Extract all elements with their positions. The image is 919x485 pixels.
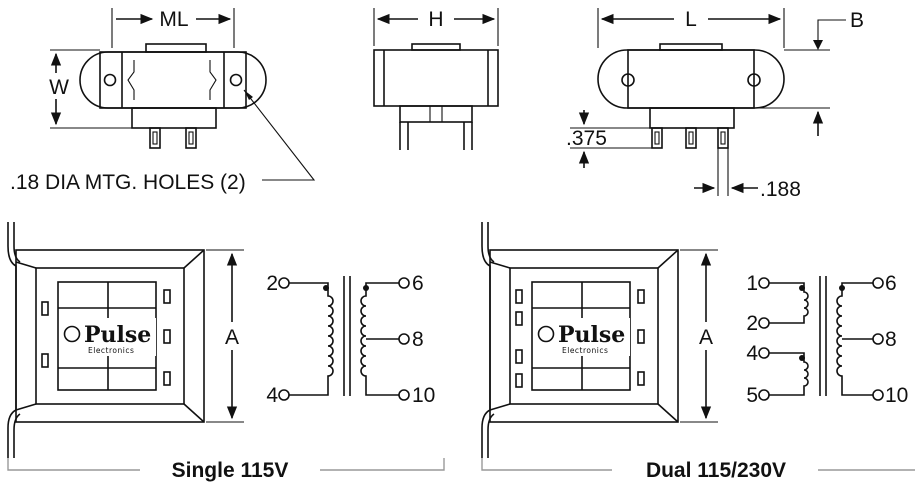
single-secondary-coil — [360, 282, 399, 396]
dual-pin-2-terminal[interactable] — [758, 317, 770, 329]
l-core — [627, 49, 755, 109]
single-caption: Single 115V — [172, 459, 289, 482]
h-body — [373, 49, 499, 107]
b-label: B — [850, 9, 864, 32]
single-logo-sub: Electronics — [88, 346, 134, 355]
dual-logo-sub: Electronics — [562, 346, 608, 355]
l-hole-right — [747, 73, 761, 87]
single-pin-4-label: 4 — [266, 384, 278, 407]
single-frame-inner — [35, 267, 185, 405]
dual-bracket-left — [481, 458, 612, 471]
dual-pin-5-label: 5 — [746, 384, 758, 407]
dual-pin-1-label: 1 — [746, 272, 758, 295]
dual-pin-8-terminal[interactable] — [872, 333, 884, 345]
single-pin-10-label: 10 — [412, 384, 435, 407]
ml-label: ML — [159, 8, 188, 31]
dual-a-label: A — [699, 326, 713, 349]
front-view-l: L B .375 .188 — [566, 8, 864, 201]
ml-top-clamp — [145, 43, 207, 53]
l-pin-2 — [685, 127, 697, 149]
holes-note: .18 DIA MTG. HOLES (2) — [10, 171, 246, 194]
dual-pin-6-terminal[interactable] — [872, 277, 884, 289]
ml-hole-left — [103, 73, 117, 87]
dual-pin-10-terminal[interactable] — [872, 389, 884, 401]
dual-pin-4-terminal[interactable] — [758, 347, 770, 359]
dual-pin-4-label: 4 — [746, 342, 758, 365]
dual-pin-5-terminal[interactable] — [758, 389, 770, 401]
single-logo-text: Pulse — [84, 322, 151, 348]
dual-primary-coil-b — [769, 352, 809, 396]
front-view-ml: ML W .18 DIA MTG. HOLES (2) — [10, 8, 316, 194]
dual-frame-inner — [509, 267, 659, 405]
ml-body-outline — [79, 51, 267, 109]
dual-logo-icon — [537, 325, 555, 343]
l-label: L — [685, 8, 697, 31]
l-body-outline — [597, 49, 785, 109]
ml-pin-1 — [149, 127, 161, 149]
single-bracket-left — [7, 458, 140, 471]
dual-pin-1-terminal[interactable] — [758, 277, 770, 289]
w-label: W — [49, 76, 69, 99]
l-base — [649, 107, 735, 129]
dual-pin-2-label: 2 — [746, 312, 758, 335]
single-logo-icon — [63, 325, 81, 343]
dual-pin-10-label: 10 — [885, 384, 908, 407]
single-pin-8-terminal[interactable] — [398, 333, 410, 345]
dual-transformer-view: Pulse Electronics A 1 2 4 5 6 8 10 — [481, 222, 915, 482]
single-pin-4-terminal[interactable] — [278, 389, 290, 401]
dual-primary-coil-a — [769, 282, 809, 324]
single-frame-outer — [15, 249, 205, 423]
l-hole-left — [621, 73, 635, 87]
h-label: H — [428, 8, 443, 31]
single-pin-6-terminal[interactable] — [398, 277, 410, 289]
single-pin-6-label: 6 — [412, 272, 424, 295]
ml-base — [131, 107, 217, 129]
dual-caption: Dual 115/230V — [646, 459, 786, 482]
dual-secondary-coil — [836, 282, 873, 396]
dual-frame-outer — [489, 249, 679, 423]
single-pin-2-terminal[interactable] — [278, 277, 290, 289]
single-transformer-view: Pulse Electronics A 2 4 6 8 10 Single 11… — [7, 222, 445, 482]
dual-pin-6-label: 6 — [885, 272, 897, 295]
single-bracket-right — [320, 458, 445, 471]
single-pin-8-label: 8 — [412, 328, 424, 351]
ml-hole-right — [229, 73, 243, 87]
dual-logo-text: Pulse — [558, 322, 625, 348]
dim-375-label: .375 — [566, 127, 607, 150]
single-pin-2-label: 2 — [266, 272, 278, 295]
side-view-h: H — [373, 8, 499, 150]
l-pin-3 — [717, 127, 729, 149]
ml-pin-2 — [185, 127, 197, 149]
dual-pin-8-label: 8 — [885, 328, 897, 351]
single-pin-10-terminal[interactable] — [398, 389, 410, 401]
h-base — [399, 105, 473, 123]
single-a-label: A — [225, 326, 239, 349]
l-pin-1 — [651, 127, 663, 149]
dim-188-label: .188 — [760, 178, 801, 201]
b-leader — [817, 19, 846, 44]
single-primary-coil — [289, 282, 334, 396]
holes-leader — [243, 89, 316, 181]
